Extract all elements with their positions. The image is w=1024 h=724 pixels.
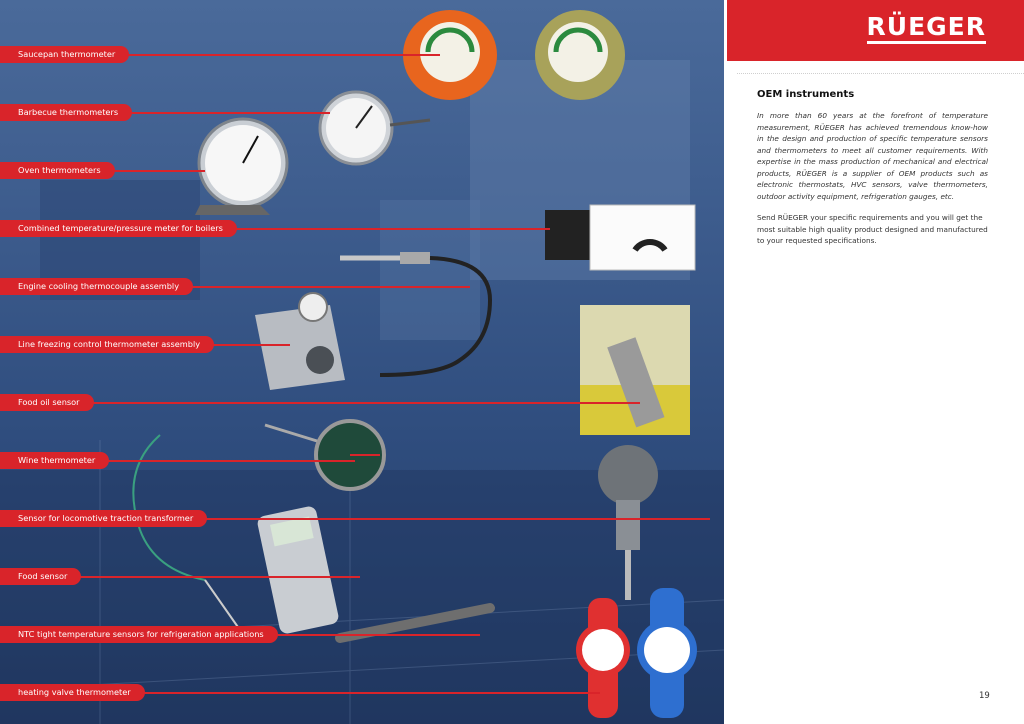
leader-line-saucepan <box>0 54 440 56</box>
leader-line-food-oil <box>0 402 640 404</box>
leader-line-thermocouple <box>0 286 470 288</box>
label-line-freezing: Line freezing control thermometer assemb… <box>0 336 215 353</box>
brand-logo: RÜEGER <box>866 14 986 44</box>
brand-bar: RÜEGER <box>727 0 1024 61</box>
product-illustrations <box>132 10 697 718</box>
label-barbecue-thermometers: Barbecue thermometers <box>0 104 133 121</box>
label-ntc-sensors: NTC tight temperature sensors for refrig… <box>0 626 278 643</box>
oven-thermometer <box>195 117 289 215</box>
leader-line-heating-valve <box>0 692 600 694</box>
product-photo-collage: Saucepan thermometer Barbecue thermomete… <box>0 0 724 724</box>
section-heading: OEM instruments <box>757 89 855 100</box>
label-saucepan-thermometer: Saucepan thermometer <box>0 46 130 63</box>
line-freezing-assembly <box>255 292 345 390</box>
contact-paragraph: Send RÜEGER your specific requirements a… <box>757 213 988 245</box>
wine-thermometer <box>264 419 386 491</box>
label-food-sensor: Food sensor <box>0 568 82 585</box>
page-number: 19 <box>979 691 990 701</box>
label-boiler-meter: Combined temperature/pressure meter for … <box>0 220 237 237</box>
label-wine-thermometer: Wine thermometer <box>0 452 110 469</box>
label-food-oil-sensor: Food oil sensor <box>0 394 94 411</box>
locomotive-sensor <box>598 445 658 600</box>
intro-paragraph: In more than 60 years at the forefront o… <box>757 111 988 201</box>
boiler-meter <box>545 204 696 271</box>
saucepan-thermometer-gold <box>535 10 625 100</box>
leader-line-barbecue <box>0 112 330 114</box>
heating-valve-thermometer-blue <box>637 588 697 718</box>
leader-line-food-sensor <box>0 576 360 578</box>
leader-line-locomotive <box>0 518 710 520</box>
label-heating-valve: heating valve thermometer <box>0 684 145 701</box>
heating-valve-thermometer-red <box>576 598 630 718</box>
label-thermocouple-assembly: Engine cooling thermocouple assembly <box>0 278 194 295</box>
leader-line-boiler <box>0 228 550 230</box>
leader-line-wine <box>0 460 355 462</box>
divider <box>737 73 1024 74</box>
ntc-sensor <box>335 603 495 643</box>
thermocouple-assembly <box>340 252 493 377</box>
label-oven-thermometers: Oven thermometers <box>0 162 115 179</box>
food-oil-sensor <box>580 305 690 435</box>
saucepan-thermometer-orange <box>403 10 497 100</box>
barbecue-thermometer <box>318 90 431 166</box>
label-locomotive-sensor: Sensor for locomotive traction transform… <box>0 510 208 527</box>
food-sensor <box>132 434 339 634</box>
